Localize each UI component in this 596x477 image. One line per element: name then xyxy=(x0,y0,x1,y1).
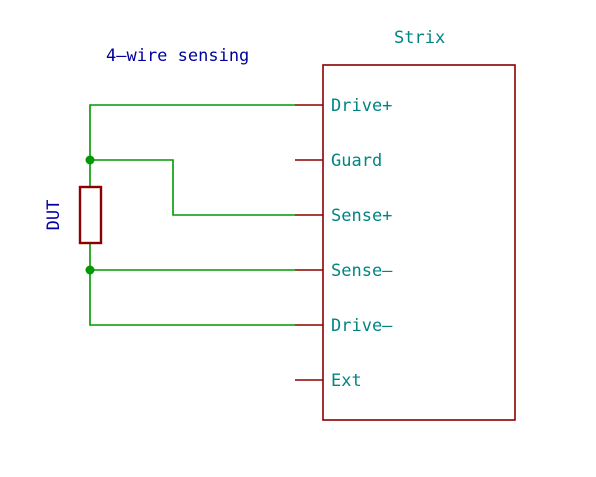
dut-resistor xyxy=(78,185,103,245)
pin-label-ext: Ext xyxy=(331,371,362,391)
pin-label-guard: Guard xyxy=(331,151,382,171)
dut-label: DUT xyxy=(44,200,64,231)
junction-bottom xyxy=(85,265,95,275)
device-body xyxy=(322,64,516,421)
diagram-title: 4—wire sensing xyxy=(106,46,249,66)
pin-label-sense-plus: Sense+ xyxy=(331,206,392,226)
wire-drive-minus xyxy=(89,243,295,326)
pin-label-drive-plus: Drive+ xyxy=(331,96,392,116)
device-pins xyxy=(295,104,323,381)
wire-drive-plus xyxy=(89,104,295,187)
wires xyxy=(89,104,295,326)
pin-label-drive-minus: Drive— xyxy=(331,316,393,336)
junction-top xyxy=(85,155,95,165)
device-name: Strix xyxy=(394,28,445,48)
wire-sense-plus xyxy=(90,159,295,216)
pin-label-sense-minus: Sense— xyxy=(331,261,393,281)
